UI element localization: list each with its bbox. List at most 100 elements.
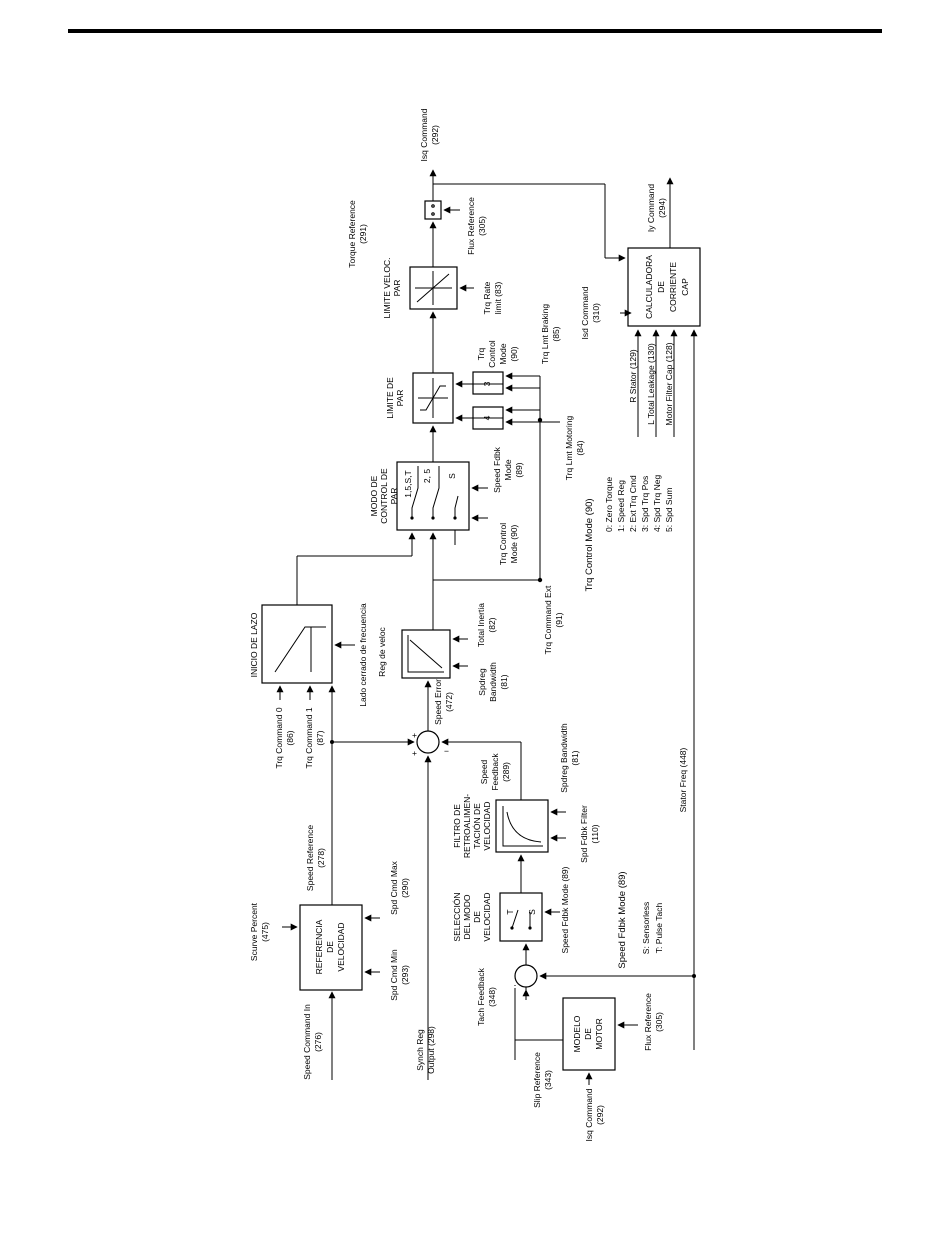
limite-par-line-1: LIMITE DE <box>385 377 395 419</box>
trq-rate-limit-2: limit (83) <box>493 282 503 315</box>
ref-vel-line-2: DE <box>325 941 335 953</box>
trq-ctrl-mode-4: (90) <box>509 346 519 361</box>
ref-vel-line-1: REFERENCIA <box>314 919 324 974</box>
filtro-retro-block <box>495 799 549 853</box>
limite-par-line-2: PAR <box>395 390 405 407</box>
scurve-percent: Scurve Percent <box>249 902 259 961</box>
inicio-lazo-graph <box>274 626 326 673</box>
motor-filter-cap-label: Motor Filter Cap (128) <box>664 342 674 425</box>
trq-ctrl-mode-3: Mode <box>498 343 508 365</box>
torque-reference-num: (291) <box>358 224 368 244</box>
speed-fdbk-mode-sel: Speed Fdbk Mode (89) <box>560 866 570 953</box>
isq-command-top: Isq Command <box>419 108 429 161</box>
filtro-line-4: VELOCIDAD <box>482 801 492 850</box>
stator-freq: Stator Freq (448) <box>678 747 688 812</box>
lim3-label: 3 <box>482 381 492 386</box>
filtro-line-3: TACIÓN DE <box>472 803 482 849</box>
iy-command-num: (294) <box>657 198 667 218</box>
speed-reg-graph <box>407 635 444 673</box>
modo-switch-1 <box>411 466 419 518</box>
plus-sign-2: + <box>412 748 417 758</box>
isq-command-bottom-num: (292) <box>595 1105 605 1125</box>
synch-reg-output-num: Output (298) <box>426 1026 436 1074</box>
modo-control-line-2: CONTROL DE <box>379 468 389 524</box>
seleccion-line-3: DE <box>472 911 482 923</box>
speed-error-num: (472) <box>444 692 454 712</box>
slip-reference-num: (343) <box>543 1070 553 1090</box>
filtro-line-1: FILTRO DE <box>452 804 462 848</box>
reg-de-veloc: Reg de veloc <box>377 626 387 676</box>
limite-veloc-line-1: LIMITE VELOC. <box>382 258 392 319</box>
seleccion-modo-block <box>499 892 543 942</box>
spdreg-bw-2: Bandwidth <box>488 662 498 702</box>
pulse-tach-label: T: Pulse Tach <box>654 903 664 954</box>
calculadora-line-4: CAP <box>680 278 690 296</box>
isd-command: Isd Command <box>580 286 590 339</box>
switch-label-2: 2, 5 <box>422 469 432 483</box>
speed-summing-junction <box>416 730 440 754</box>
tach-feedback-num: (348) <box>487 987 497 1007</box>
filtro-line-2: RETROALIMEN- <box>462 794 472 858</box>
speed-feedback-3: (289) <box>501 762 511 782</box>
modelo-line-2: DE <box>583 1028 593 1040</box>
speed-fdbk-mode-title: Speed Fdbk Mode (89) <box>617 871 628 968</box>
calculadora-corriente-block <box>627 247 701 327</box>
speed-error: Speed Error <box>433 679 443 725</box>
mode-2: 2: Ext Trq Cmd <box>628 475 638 532</box>
lado-cerrado: Lado cerrado de frecuencia <box>358 603 368 707</box>
sensorless-label: S: Sensorless <box>641 902 651 954</box>
spdreg-bandwidth-81: Spdreg Bandwidth <box>559 723 569 793</box>
trq-lmt-braking: Trq Lmt Braking <box>540 304 550 364</box>
total-inertia-num: (82) <box>487 617 497 632</box>
trq-control-mode-title: Trq Control Mode (90) <box>584 498 595 591</box>
filtro-graph <box>502 806 543 847</box>
scurve-percent-num: (475) <box>260 922 270 942</box>
spdreg-bw-3: (81) <box>499 674 509 689</box>
speed-fdbk-mode-3: (89) <box>514 462 524 477</box>
minus-sign: − <box>444 746 449 756</box>
trq-command-ext: Trq Command Ext <box>543 585 553 654</box>
mode-5: 5: Spd Sum <box>664 488 674 532</box>
seleccion-switch <box>511 909 531 929</box>
spd-fdbk-filter-num: (110) <box>590 824 600 843</box>
tach-feedback: Tach Feedback <box>476 967 486 1025</box>
switch-label-3: S <box>447 473 457 479</box>
trq-command-ext-num: (91) <box>554 612 564 627</box>
tach-summing-junction <box>514 964 538 988</box>
torque-reference: Torque Reference <box>347 200 357 268</box>
divider-dot-bottom <box>431 212 435 216</box>
trq-lmt-braking-num: (85) <box>551 326 561 341</box>
speed-command-in: Speed Command In <box>302 1004 312 1080</box>
limite-par-graph <box>418 378 448 418</box>
synch-reg-output: Synch Reg <box>415 1029 425 1071</box>
lim3-selector <box>472 371 504 395</box>
divider-dot-top <box>431 204 435 208</box>
flux-reference-top: Flux Reference <box>466 197 476 255</box>
modelo-line-3: MOTOR <box>594 1018 604 1049</box>
sel-label-t: T <box>505 909 515 914</box>
mode-0: 0: Zero Torque <box>604 477 614 532</box>
spd-cmd-max: Spd Cmd Max <box>389 860 399 915</box>
speed-reference: Speed Reference <box>305 825 315 891</box>
spd-cmd-max-num: (290) <box>400 878 410 898</box>
plus-sign-1: + <box>412 730 417 740</box>
speed-fdbk-mode-1: Speed Fdbk <box>492 446 502 493</box>
calculadora-line-1: CALCULADORA <box>644 255 654 319</box>
isq-command-bottom: Isq Command <box>584 1088 594 1141</box>
seleccion-line-4: VELOCIDAD <box>482 892 492 941</box>
isq-command-top-num: (292) <box>430 125 440 145</box>
trq-rate-limit-1: Trq Rate <box>482 281 492 314</box>
speed-reference-num: (278) <box>316 848 326 868</box>
modo-switch-2 <box>432 466 440 518</box>
seleccion-line-2: DEL MODO <box>462 894 472 939</box>
inicio-lazo-block <box>261 604 333 684</box>
trq-ctrl-mode-1: Trq <box>476 348 486 361</box>
trq-command-1-num: (87) <box>315 730 325 745</box>
ref-vel-line-3: VELOCIDAD <box>336 922 346 971</box>
total-inertia: Total Inertia <box>476 603 486 647</box>
lim4-label: 4 <box>482 415 492 420</box>
limite-veloc-line-2: PAR <box>392 280 402 297</box>
speed-command-in-num: (276) <box>313 1032 323 1052</box>
trq-command-1: Trq Command 1 <box>304 707 314 768</box>
